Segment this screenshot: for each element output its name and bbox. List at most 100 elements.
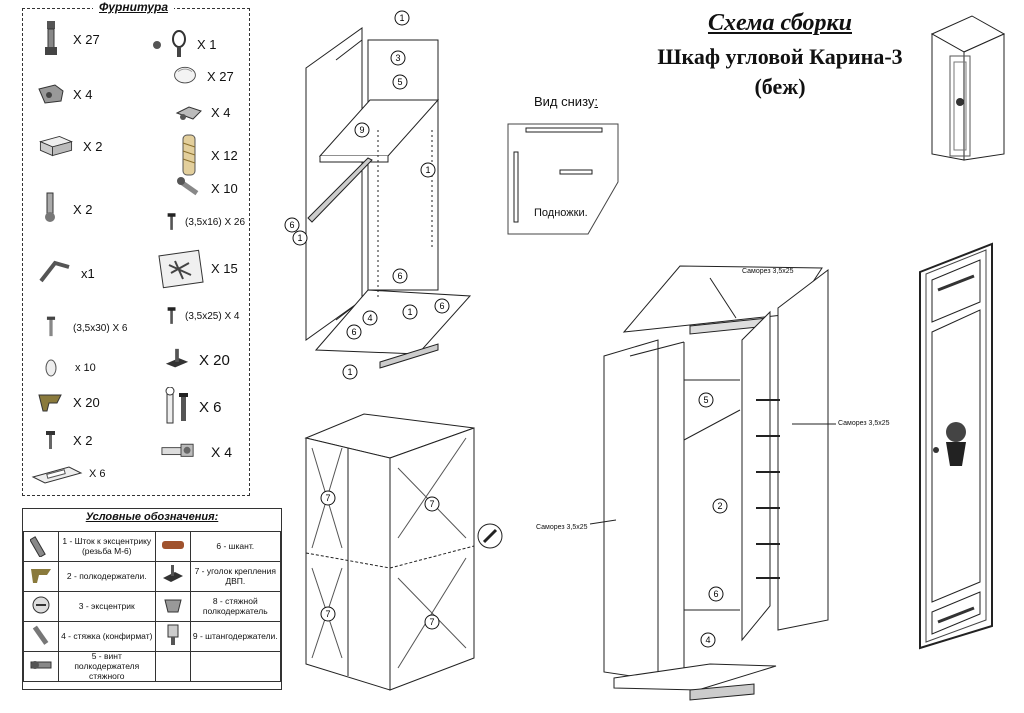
cap-icon [45, 359, 57, 377]
hw-corner-plate: X 2 [35, 133, 103, 159]
hw-shelf-clip: X 4 [173, 99, 231, 125]
hw-hinge: X 4 [157, 439, 232, 465]
bottom-view-diagram [507, 123, 619, 235]
legend-item-1: 1 - Шток к эксцентрику (резьба М-6) [58, 531, 156, 562]
legend-row: 5 - винт полкодержателя стяжного [23, 650, 282, 683]
hex-key-icon [39, 260, 70, 283]
hw-qty: X 2 [73, 201, 93, 217]
corner-plate-icon [39, 136, 73, 157]
shelf-screw-icon [23, 650, 59, 683]
handle-icon [153, 30, 186, 57]
hw-qty: X 4 [211, 444, 233, 460]
callout-1d: 1 [407, 307, 412, 317]
hw-qty: X 27 [73, 31, 100, 47]
legend-item-6: 6 - шкант. [189, 531, 282, 562]
leg-rail-icon [31, 466, 83, 484]
hw-qty: X 20 [199, 351, 230, 369]
callout-1c: 1 [297, 233, 302, 243]
callout-6e: 6 [713, 589, 718, 599]
hw-qty: (3,5х30) X 6 [73, 322, 128, 334]
product-name: Шкаф угловой Карина-3 [657, 44, 903, 69]
product-color: (беж) [754, 74, 806, 99]
shelf-support-icon [23, 561, 59, 592]
legend-item-3: 3 - эксцентрик [58, 591, 156, 622]
shelf-bracket-icon [38, 84, 64, 104]
hw-qty: X 15 [211, 260, 238, 276]
dowel-icon [154, 531, 191, 562]
callout-3: 3 [395, 53, 400, 63]
callout-6: 6 [289, 220, 294, 230]
hw-qty: X 10 [211, 180, 238, 196]
legend-table: Условные обозначения: 1 - Шток к эксцент… [22, 508, 282, 690]
callout-7c: 7 [429, 499, 434, 509]
diagram-title: Схема сборки [707, 10, 852, 36]
hw-qty: (3,5х16) X 26 [185, 216, 246, 228]
hw-screw-16: (3,5х16) X 26 [165, 209, 245, 235]
callout-6d: 6 [351, 327, 356, 337]
hw-qty: X 20 [73, 394, 100, 410]
legend-row: 2 - полкодержатели. 7 - уголок крепления… [23, 561, 282, 592]
legend-title: Условные обозначения: [85, 511, 219, 523]
eccentric-rod-icon [23, 531, 59, 562]
legend-item-9: 9 - штангодержатели. [189, 621, 282, 652]
legend-row: 1 - Шток к эксцентрику (резьба М-6) 6 - … [23, 531, 282, 562]
legend-row: 4 - стяжка (конфирмат) 9 - штангодержате… [23, 621, 282, 652]
hw-qty: x1 [81, 265, 95, 281]
screw-label-right: Саморез 3,5х25 [838, 420, 890, 427]
callout-6c: 6 [439, 301, 444, 311]
hw-handle: X 1 [151, 27, 217, 61]
hw-shelf-bracket: X 4 [35, 81, 93, 107]
callout-7d: 7 [429, 617, 434, 627]
callout-9: 9 [359, 125, 364, 135]
bottom-view-text: Вид снизу [534, 94, 595, 109]
legend-grid: 1 - Шток к эксцентрику (резьба М-6) 6 - … [23, 531, 282, 683]
hw-back-panel-corner: X 20 [161, 347, 230, 373]
eccentric-icon [23, 591, 59, 622]
callout-7b: 7 [325, 609, 330, 619]
legend-item-4: 4 - стяжка (конфирмат) [58, 621, 156, 652]
hw-dowel: X 12 [173, 133, 238, 177]
rod-holder-icon [154, 621, 191, 652]
cabinet-open-view: 5 2 6 4 [589, 265, 836, 701]
door-front-view [919, 242, 993, 650]
legend-item-5: 5 - винт полкодержателя стяжного [58, 650, 156, 683]
callout-2: 2 [717, 501, 722, 511]
eccentric-rod-icon [45, 21, 57, 55]
screw-bag-icon [158, 249, 204, 289]
shelf-clip-icon [154, 591, 191, 622]
hw-confirmat: X 10 [173, 175, 238, 201]
hw-screw-bag: X 15 [157, 247, 238, 289]
hw-leg-rail: X 6 [31, 461, 106, 487]
shelf-support-icon [38, 394, 62, 412]
back-panel-corner-icon [154, 561, 191, 592]
carcass-exploded-view: 1 3 5 9 1 6 1 6 4 1 6 6 1 [284, 10, 472, 380]
hw-qty: X 1 [197, 36, 217, 52]
hw-eccentric-cap: X 27 [169, 63, 234, 89]
hw-bolt: X 6 [161, 387, 222, 427]
hw-cap: x 10 [37, 355, 96, 381]
cabinet-thumbnail [930, 15, 1006, 161]
long-screw-icon [46, 316, 56, 337]
legs-label: Подножки. [534, 207, 588, 219]
shelf-clip-icon [175, 106, 202, 120]
confirmat-icon [23, 621, 59, 652]
screw-16-icon [167, 213, 176, 230]
hw-qty: X 2 [73, 432, 93, 448]
confirmat-icon [177, 177, 199, 196]
screw-25-icon [167, 307, 176, 324]
dowel-icon [182, 134, 196, 176]
back-panel-corner-icon [165, 348, 189, 368]
hw-eccentric-rod: X 27 [35, 19, 100, 59]
callout-1: 1 [399, 13, 404, 23]
hardware-panel: Фурнитура X 27 X 4 X 2 X 2 x1 (3,5х30) X… [22, 0, 250, 496]
callout-5: 5 [397, 77, 402, 87]
hw-qty: (3,5х25) X 4 [185, 310, 240, 322]
hw-qty: X 12 [211, 147, 238, 163]
hw-qty: X 6 [199, 398, 222, 416]
callout-6b: 6 [397, 271, 402, 281]
legend-item-2: 2 - полкодержатели. [58, 561, 156, 592]
callout-7: 7 [325, 493, 330, 503]
eccentric-cap-icon [174, 66, 196, 84]
bottom-view-colon: : [594, 94, 599, 109]
hw-shelf-support: X 20 [35, 389, 100, 415]
